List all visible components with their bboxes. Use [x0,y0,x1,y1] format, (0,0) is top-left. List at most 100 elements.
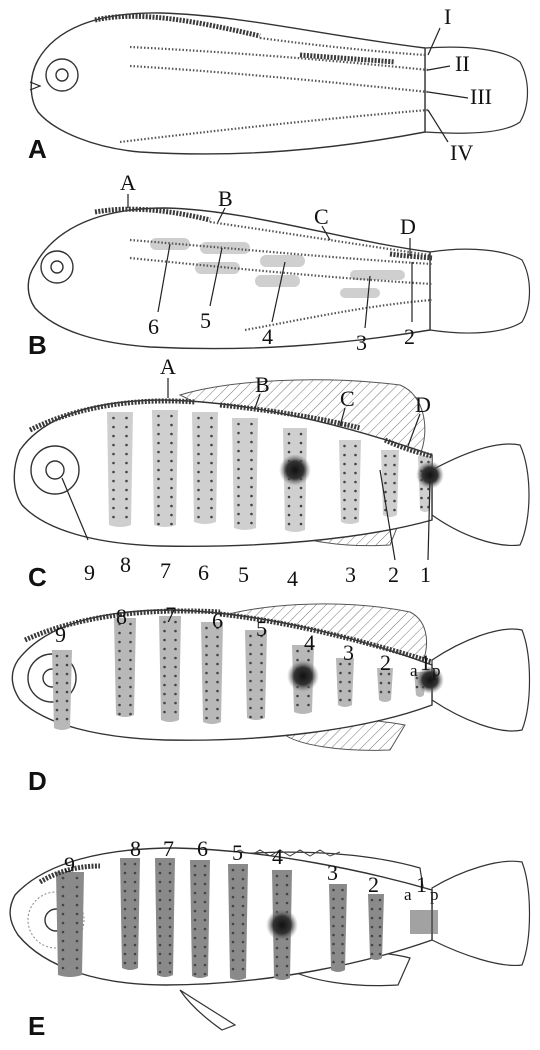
vertical-bar [120,858,140,970]
melanophore-dot [157,442,160,445]
melanophore-dot [204,910,207,913]
melanophore-dot [242,914,245,917]
melanophore-dot [197,471,200,474]
stripe-label-i: I [444,4,451,29]
melanophore-dot [379,944,382,947]
melanophore-dot [300,433,303,436]
melanophore-dot [300,523,303,526]
melanophore-dot [112,417,115,420]
melanophore-dot [332,952,335,955]
bar-label-9: 9 [64,852,75,877]
melanophore-dot [204,874,207,877]
melanophore-dot [242,869,245,872]
melanophore-dot [354,481,357,484]
melanophore-dot [210,462,213,465]
melanophore-dot [393,455,396,458]
melanophore-dot [66,682,69,685]
melanophore-dot [66,664,69,667]
melanophore-dot [296,650,299,653]
melanophore-dot [242,878,245,881]
caudal-fin [432,861,530,965]
melanophore-dot [204,928,207,931]
melanophore-dot [339,663,342,666]
melanophore-dot [384,482,387,485]
stripe-label-ii: II [455,51,470,76]
melanophore-dot [348,672,351,675]
melanophore-dot [354,472,357,475]
melanophore-dot [237,423,240,426]
melanophore-dot [66,655,69,658]
melanophore-dot [134,899,137,902]
melanophore-dot [125,444,128,447]
melanophore-dot [163,666,166,669]
melanophore-dot [242,887,245,890]
melanophore-dot [205,627,208,630]
panel-label-d: D [28,766,47,796]
melanophore-dot [307,695,310,698]
melanophore-dot [197,453,200,456]
melanophore-dot [134,962,137,965]
melanophore-dot [125,462,128,465]
melanophore-dot [341,916,344,919]
vertical-bar [381,450,399,517]
melanophore-dot [112,516,115,519]
melanophore-dot [242,896,245,899]
bar-label-4: 4 [304,630,315,655]
melanophore-dot [276,884,279,887]
melanophore-dot [56,691,59,694]
melanophore-dot [194,910,197,913]
saddle-label-c: C [340,386,355,411]
bar-label-7: 7 [163,836,174,861]
melanophore-dot [163,711,166,714]
melanophore-dot [216,699,219,702]
melanophore-dot [276,965,279,968]
melanophore-dot [163,648,166,651]
melanophore-dot [343,490,346,493]
melanophore-dot [232,932,235,935]
melanophore-dot [197,480,200,483]
melanophore-dot [197,435,200,438]
panel-e: 9 8 7 6 5 4 3 2 a 1 p E [10,836,529,1041]
melanophore-dot [371,908,374,911]
melanophore-dot [288,487,291,490]
melanophore-dot [194,874,197,877]
melanophore-dot [354,499,357,502]
melanophore-dot [237,486,240,489]
melanophore-dot [276,947,279,950]
melanophore-dot [343,508,346,511]
melanophore-dot [388,691,391,694]
melanophore-dot [242,932,245,935]
melanophore-dot [250,513,253,516]
melanophore-dot [205,681,208,684]
melanophore-dot [56,709,59,712]
melanophore-dot [157,523,160,526]
melanophore-dot [170,451,173,454]
pupil [56,69,68,81]
melanophore-dot [76,958,79,961]
melanophore-dot [157,514,160,517]
melanophore-dot [379,917,382,920]
melanophore-dot [348,699,351,702]
bar-label-1: 1 [416,872,427,897]
melanophore-dot [118,695,121,698]
melanophore-dot [216,681,219,684]
melanophore-dot [371,935,374,938]
melanophore-dot [159,881,162,884]
melanophore-dot [112,480,115,483]
bar-label-8: 8 [116,604,127,629]
melanophore-dot [76,931,79,934]
melanophore-dot [354,463,357,466]
melanophore-dot [159,944,162,947]
melanophore-dot [286,965,289,968]
sub-label-a: a [410,661,418,680]
melanophore-dot [204,964,207,967]
melanophore-dot [124,899,127,902]
melanophore-dot [242,968,245,971]
vertical-bar [329,884,347,972]
melanophore-dot [232,950,235,953]
vertical-bar [159,616,181,722]
melanophore-dot [62,958,65,961]
melanophore-dot [232,914,235,917]
melanophore-dot [174,630,177,633]
